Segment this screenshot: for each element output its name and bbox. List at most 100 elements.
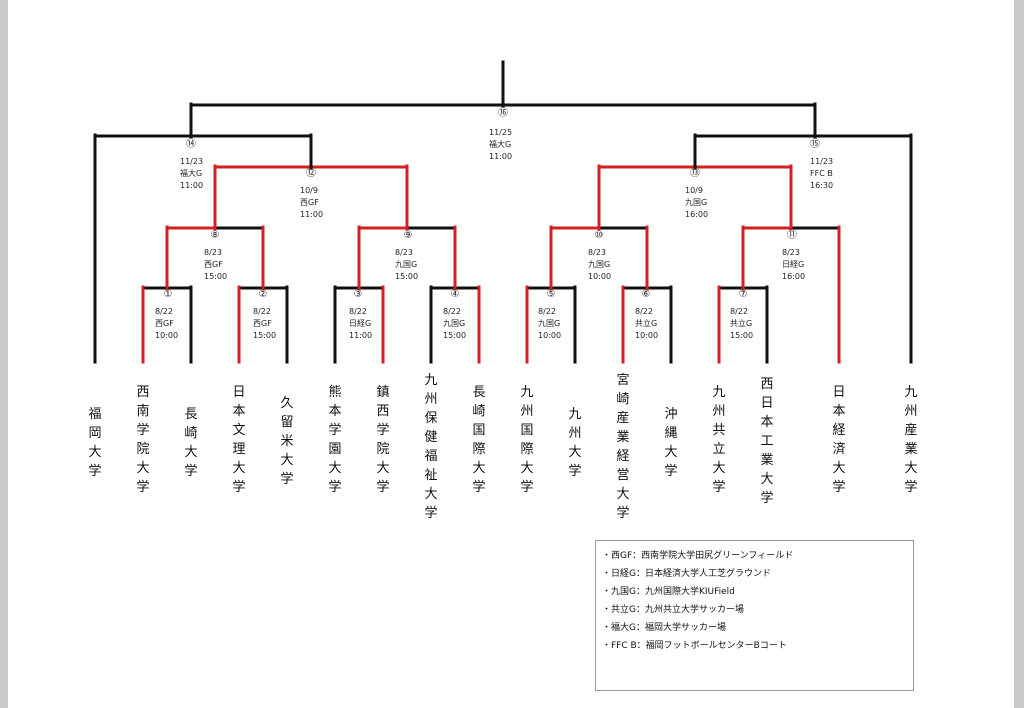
- match-venue: 九国G: [538, 319, 561, 328]
- team-name: 西日本工業大学: [760, 377, 774, 506]
- team-name: 沖縄大学: [664, 407, 678, 479]
- match-time: 15:00: [730, 331, 754, 340]
- match-info: 8/22 日経G 11:00: [349, 306, 372, 342]
- match-number: ①: [163, 289, 173, 300]
- match-number: ③: [353, 289, 363, 300]
- team-name: 宮崎産業経営大学: [616, 373, 630, 521]
- match-date: 8/22: [253, 307, 271, 316]
- match-info: 11/23 福大G 11:00: [180, 156, 203, 192]
- team-name: 九州産業大学: [904, 385, 918, 495]
- match-date: 8/22: [538, 307, 556, 316]
- match-time: 10:00: [635, 331, 659, 340]
- match-date: 11/23: [180, 157, 204, 166]
- match-number: ⑤: [546, 289, 556, 300]
- match-date: 8/22: [443, 307, 461, 316]
- match-info: 8/23 日経G 16:00: [782, 247, 805, 283]
- match-time: 11:00: [300, 210, 324, 219]
- match-date: 8/22: [349, 307, 367, 316]
- legend-item: ・九国G：九州国際大学KIUField: [602, 587, 735, 597]
- match-venue: 九国G: [685, 198, 708, 207]
- match-time: 16:00: [782, 272, 806, 281]
- match-date: 8/22: [730, 307, 748, 316]
- match-venue: 日経G: [349, 319, 372, 328]
- match-time: 11:00: [180, 181, 204, 190]
- match-number: ⑯: [498, 108, 508, 119]
- team-name: 日本経済大学: [832, 385, 846, 495]
- match-venue: 日経G: [782, 260, 805, 269]
- match-date: 10/9: [685, 186, 703, 195]
- match-venue: FFC B: [810, 169, 833, 178]
- match-date: 8/23: [588, 248, 606, 257]
- match-number: ⑭: [186, 139, 196, 150]
- match-info: 10/9 九国G 16:00: [685, 185, 708, 221]
- team-name: 久留米大学: [280, 396, 294, 487]
- match-info: 11/25 福大G 11:00: [489, 127, 512, 163]
- match-venue: 共立G: [730, 319, 753, 328]
- match-date: 8/23: [204, 248, 222, 257]
- match-date: 8/22: [155, 307, 173, 316]
- match-venue: 九国G: [443, 319, 466, 328]
- match-info: 8/22 共立G 15:00: [730, 306, 753, 342]
- match-time: 15:00: [395, 272, 419, 281]
- match-info: 8/22 九国G 15:00: [443, 306, 466, 342]
- match-info: 8/23 九国G 10:00: [588, 247, 611, 283]
- match-info: 8/22 西GF 15:00: [253, 306, 276, 342]
- match-venue: 西GF: [300, 198, 319, 207]
- match-time: 10:00: [588, 272, 612, 281]
- legend-item: ・西GF：西南学院大学田尻グリーンフィールド: [602, 551, 794, 561]
- legend-item: ・福大G：福岡大学サッカー場: [602, 623, 726, 633]
- match-venue: 福大G: [489, 140, 512, 149]
- team-name: 長崎国際大学: [472, 385, 486, 495]
- match-info: 8/23 西GF 15:00: [204, 247, 227, 283]
- match-venue: 九国G: [588, 260, 611, 269]
- match-number: ④: [450, 289, 460, 300]
- match-info: 8/22 共立G 10:00: [635, 306, 658, 342]
- match-number: ⑫: [306, 168, 316, 179]
- match-number: ⑪: [787, 230, 797, 241]
- match-time: 10:00: [538, 331, 562, 340]
- team-name: 鎮西学院大学: [376, 385, 390, 495]
- match-time: 15:00: [443, 331, 467, 340]
- tournament-bracket: [93, 60, 913, 364]
- team-name: 福岡大学: [88, 407, 102, 479]
- match-venue: 西GF: [253, 319, 272, 328]
- team-name: 九州大学: [568, 407, 582, 479]
- match-date: 8/23: [395, 248, 413, 257]
- match-time: 10:00: [155, 331, 179, 340]
- match-venue: 福大G: [180, 169, 203, 178]
- match-time: 16:00: [685, 210, 709, 219]
- team-name: 西南学院大学: [136, 385, 150, 495]
- legend-item: ・共立G：九州共立大学サッカー場: [602, 605, 744, 615]
- match-date: 10/9: [300, 186, 318, 195]
- match-date: 11/23: [810, 157, 834, 166]
- match-venue: 九国G: [395, 260, 418, 269]
- match-number: ⑥: [641, 289, 651, 300]
- match-number: ⑬: [690, 168, 700, 179]
- match-venue: 共立G: [635, 319, 658, 328]
- match-info: 8/23 九国G 15:00: [395, 247, 418, 283]
- match-date: 8/22: [635, 307, 653, 316]
- match-number: ⑨: [403, 230, 413, 241]
- match-number: ⑧: [210, 230, 220, 241]
- team-name: 九州国際大学: [520, 385, 534, 495]
- match-info: 8/22 九国G 10:00: [538, 306, 561, 342]
- match-date: 11/25: [489, 128, 513, 137]
- match-time: 15:00: [253, 331, 277, 340]
- team-name: 熊本学園大学: [328, 385, 342, 495]
- match-number: ②: [258, 289, 268, 300]
- team-name: 九州保健福祉大学: [424, 373, 438, 521]
- match-time: 15:00: [204, 272, 228, 281]
- team-name: 九州共立大学: [712, 385, 726, 495]
- match-venue: 西GF: [204, 260, 223, 269]
- match-time: 11:00: [349, 331, 373, 340]
- match-time: 11:00: [489, 152, 513, 161]
- match-date: 8/23: [782, 248, 800, 257]
- legend-item: ・FFC B：福岡フットボールセンターBコート: [602, 641, 787, 651]
- match-info: 10/9 西GF 11:00: [300, 185, 323, 221]
- match-number: ⑦: [738, 289, 748, 300]
- team-name: 日本文理大学: [232, 385, 246, 495]
- match-time: 16:30: [810, 181, 834, 190]
